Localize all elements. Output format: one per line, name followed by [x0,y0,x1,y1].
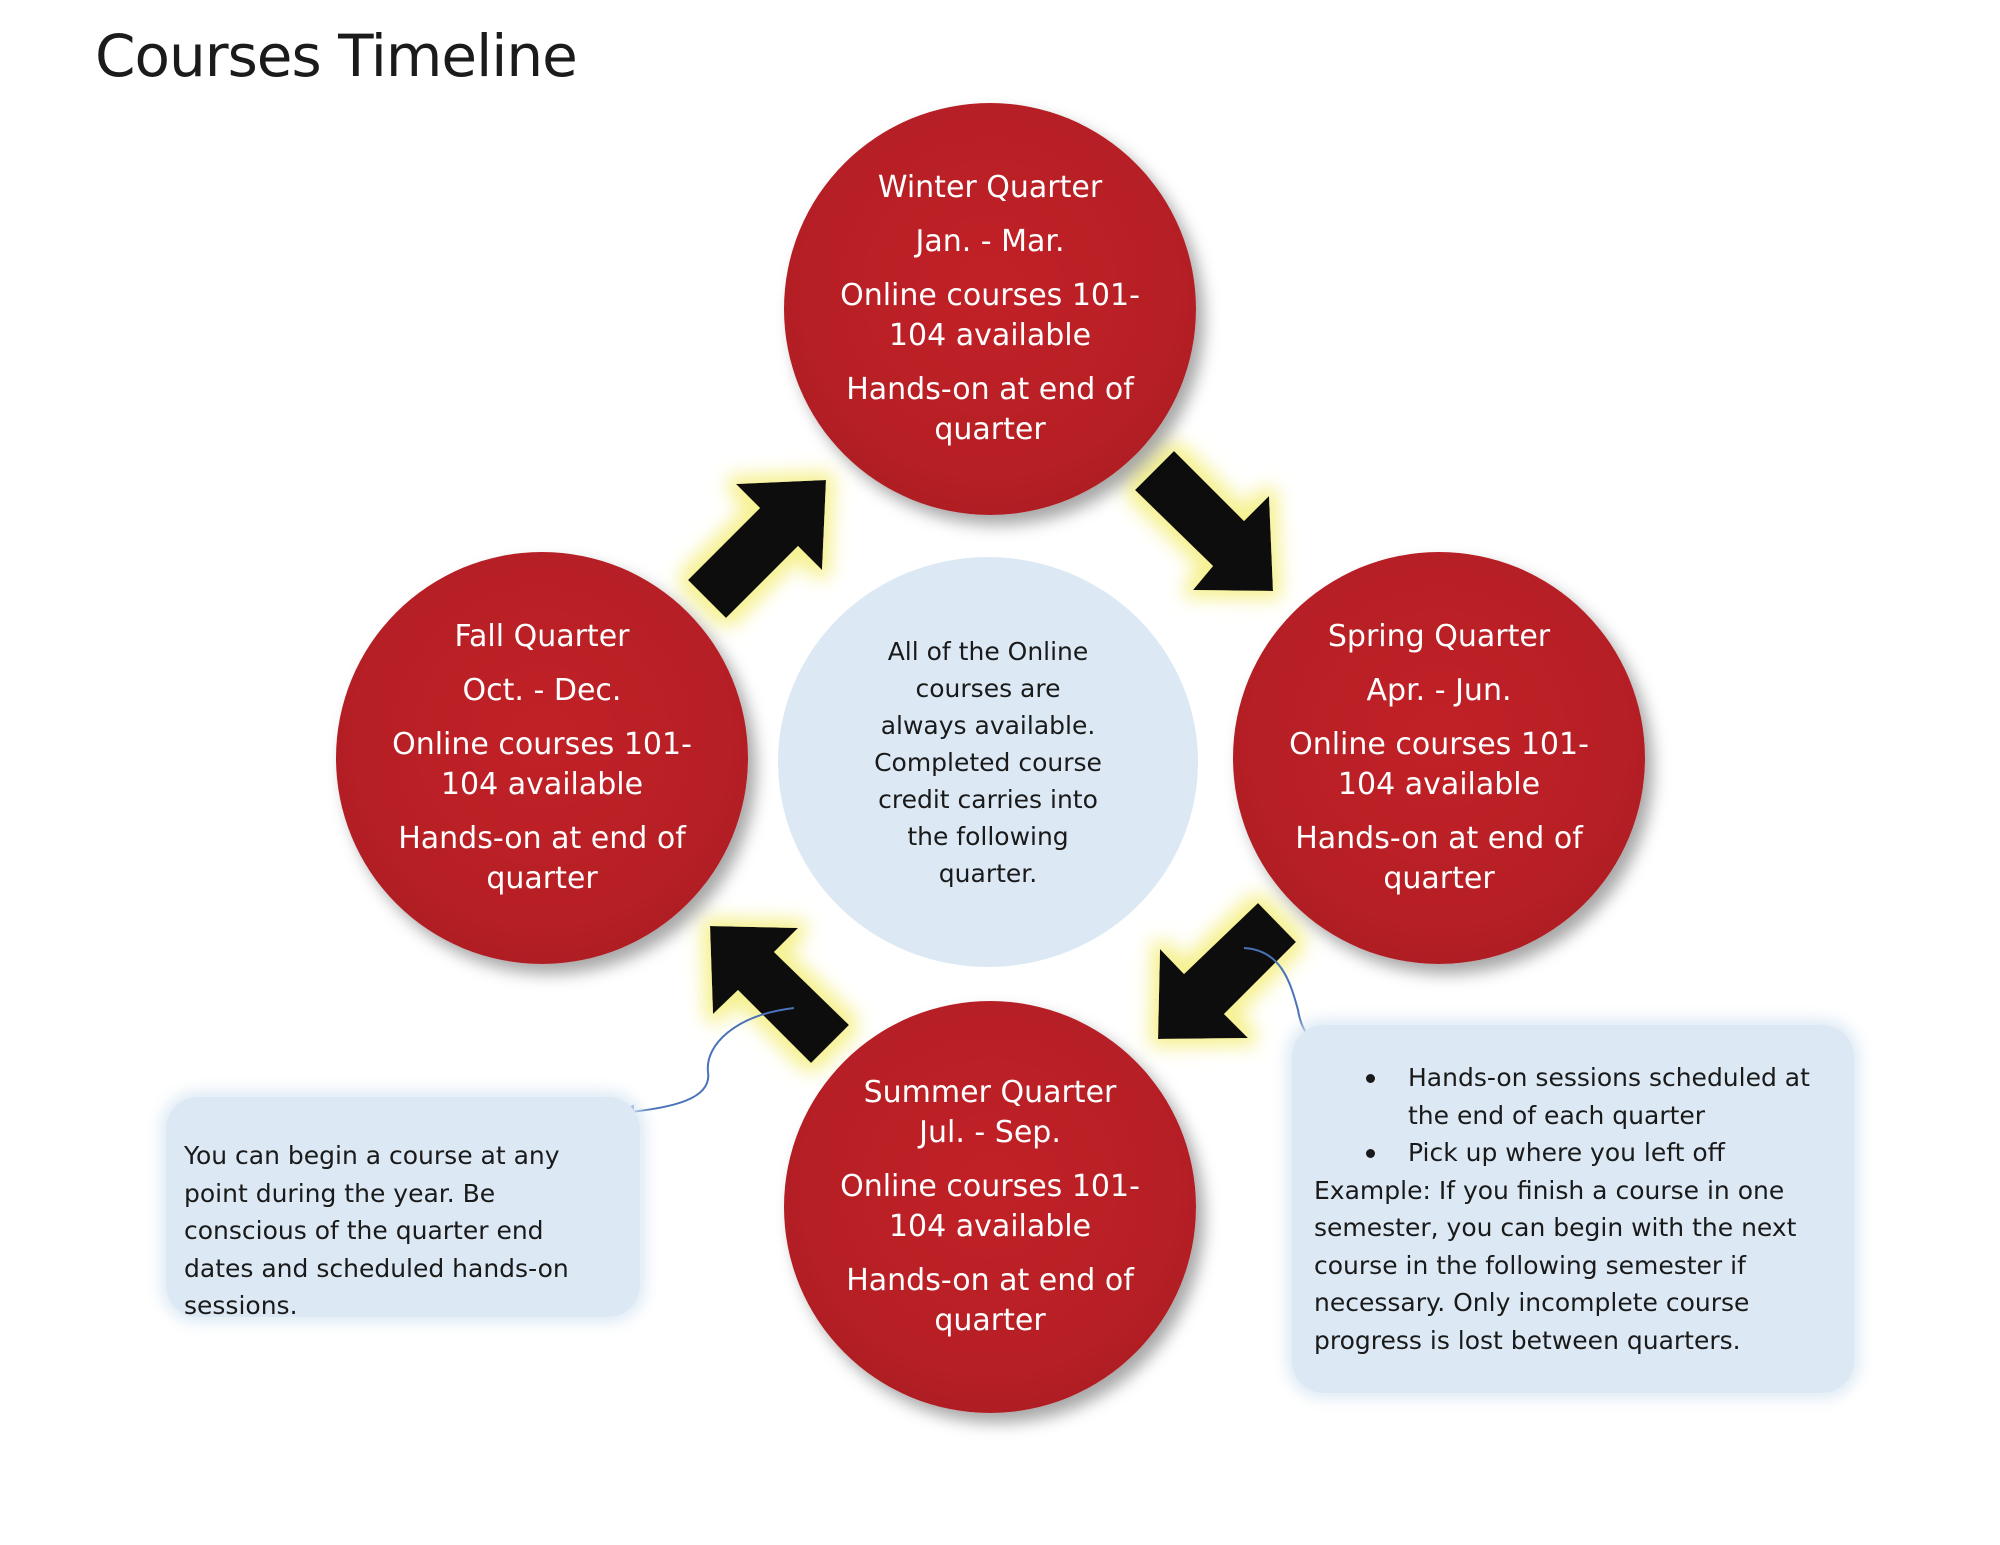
quarter-name: Spring Quarter [1327,619,1551,654]
summer-quarter-node: Summer Quarter Jul. - Sep. Online course… [784,1001,1196,1413]
callout-right-example: Example: If you finish a course in one s… [1314,1175,1797,1355]
fall-quarter-node: Fall Quarter Oct. - Dec. Online courses … [336,552,748,964]
winter-quarter-node: Winter Quarter Jan. - Mar. Online course… [784,103,1196,515]
arrow-fall-to-winter [688,480,826,618]
quarter-name: Fall Quarter [454,619,630,654]
page-title: Courses Timeline [95,22,578,90]
arrow-summer-to-fall [710,926,849,1063]
quarter-name: Winter Quarter [877,170,1103,205]
bullet-item: Pick up where you left off [1366,1134,1834,1172]
quarter-months: Jul. - Sep. [919,1115,1061,1150]
quarter-name: Summer Quarter [863,1075,1117,1110]
bullet-item: Hands-on sessions scheduled at the end o… [1366,1059,1834,1134]
quarter-online-courses: Online courses 101-104 available [840,1169,1140,1244]
quarter-months: Jan. - Mar. [915,224,1065,259]
center-note-text: All of the Online courses are always ava… [874,636,1102,888]
callout-right-bullets: Hands-on sessions scheduled at the end o… [1314,1059,1834,1172]
quarter-hands-on: Hands-on at end of quarter [398,821,686,896]
callout-left-text: You can begin a course at any point duri… [184,1141,569,1320]
quarter-months: Apr. - Jun. [1366,673,1512,708]
quarter-online-courses: Online courses 101-104 available [392,727,692,802]
arrow-winter-to-spring [1135,451,1273,591]
quarter-hands-on: Hands-on at end of quarter [846,372,1134,447]
callout-right: Hands-on sessions scheduled at the end o… [1292,1025,1854,1393]
connector-left-callout [618,1007,795,1119]
quarter-hands-on: Hands-on at end of quarter [846,1263,1134,1338]
quarter-months: Oct. - Dec. [462,673,622,708]
quarter-online-courses: Online courses 101-104 available [840,278,1140,353]
quarter-hands-on: Hands-on at end of quarter [1295,821,1583,896]
quarter-online-courses: Online courses 101-104 available [1289,727,1589,802]
callout-left: You can begin a course at any point duri… [166,1097,640,1320]
spring-quarter-node: Spring Quarter Apr. - Jun. Online course… [1233,552,1645,964]
arrow-spring-to-summer [1158,903,1296,1039]
center-note: All of the Online courses are always ava… [778,557,1198,967]
